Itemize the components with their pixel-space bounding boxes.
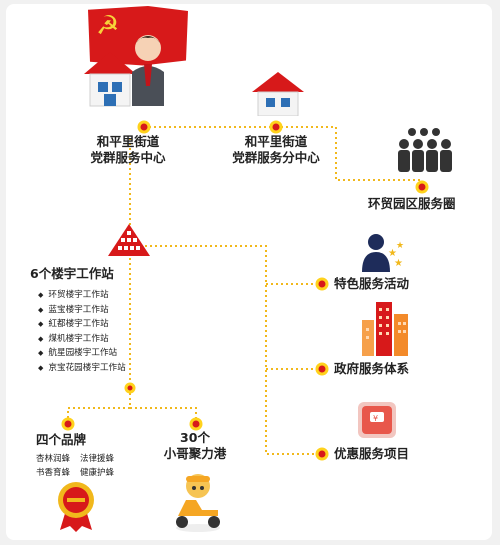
discount-label: 优惠服务项目 bbox=[334, 446, 410, 461]
station-item: 蓝宝楼宇工作站 bbox=[38, 303, 126, 318]
person-stars-icon: ★ ★ ★ bbox=[362, 234, 404, 272]
dot-trunk-end bbox=[124, 382, 136, 394]
brand-item: 书香育蜂 bbox=[36, 468, 71, 478]
center-label-line1: 和平里街道 bbox=[96, 134, 160, 149]
svg-text:¥: ¥ bbox=[373, 414, 378, 423]
station-item: 京宝花园楼宇工作站 bbox=[38, 361, 125, 376]
hub-label: 30个 小哥聚力港 bbox=[154, 430, 236, 462]
line-to-hub bbox=[130, 407, 197, 422]
dot-gov bbox=[315, 362, 329, 376]
station-item: 航星园楼宇工作站 bbox=[38, 346, 126, 361]
station-item: 环贸楼宇工作站 bbox=[38, 288, 126, 303]
background-card bbox=[6, 4, 492, 540]
house-icon bbox=[252, 72, 304, 116]
dot-sub bbox=[269, 120, 283, 134]
stations-list: 环贸楼宇工作站 蓝宝楼宇工作站 紅都楼宇工作站 煤机楼宇工作站 航星园楼宇工作站… bbox=[38, 288, 126, 376]
svg-text:★: ★ bbox=[396, 241, 404, 251]
sub-center-label: 和平里街道 党群服务分中心 bbox=[216, 134, 336, 166]
person-house-icon bbox=[84, 35, 164, 107]
city-buildings-icon bbox=[362, 302, 408, 356]
station-item: 紅都楼宇工作站 bbox=[38, 317, 126, 332]
hub-label-line2: 小哥聚力港 bbox=[163, 446, 227, 461]
station-item: 煤机楼宇工作站 bbox=[38, 332, 126, 347]
dot-discount bbox=[315, 447, 329, 461]
people-group-icon bbox=[398, 128, 452, 172]
svg-text:★: ★ bbox=[388, 248, 397, 259]
circle-label: 环贸园区服务圈 bbox=[368, 196, 456, 211]
svg-text:★: ★ bbox=[394, 258, 403, 269]
dot-circle bbox=[415, 180, 429, 194]
sub-label-line1: 和平里街道 bbox=[244, 134, 308, 149]
building-logo-icon bbox=[108, 224, 150, 256]
brands-label: 四个品牌 bbox=[36, 432, 87, 447]
center-label: 和平里街道 党群服务中心 bbox=[78, 134, 178, 166]
sub-label-line2: 党群服务分中心 bbox=[232, 150, 320, 165]
line-branch-right bbox=[130, 245, 322, 455]
courier-scooter-icon bbox=[176, 474, 220, 532]
gov-label: 政府服务体系 bbox=[334, 361, 410, 376]
line-to-brands bbox=[67, 388, 131, 422]
activities-label: 特色服务活动 bbox=[334, 276, 410, 291]
stations-label: 6个楼宇工作站 bbox=[30, 266, 114, 281]
coupon-icon: ¥ bbox=[358, 402, 396, 438]
brand-item: 法律援蜂 bbox=[80, 454, 115, 464]
brand-item: 杏林润蜂 bbox=[36, 454, 71, 464]
award-medal-icon bbox=[58, 482, 94, 532]
dot-hub bbox=[189, 417, 203, 431]
dot-center bbox=[137, 120, 151, 134]
brand-item: 健康护蜂 bbox=[80, 468, 115, 478]
dot-brands bbox=[61, 417, 75, 431]
hammer-sickle-icon: ☭ bbox=[96, 11, 120, 41]
center-label-line2: 党群服务中心 bbox=[90, 150, 166, 165]
hub-label-line1: 30个 bbox=[180, 430, 210, 445]
dot-activities bbox=[315, 277, 329, 291]
